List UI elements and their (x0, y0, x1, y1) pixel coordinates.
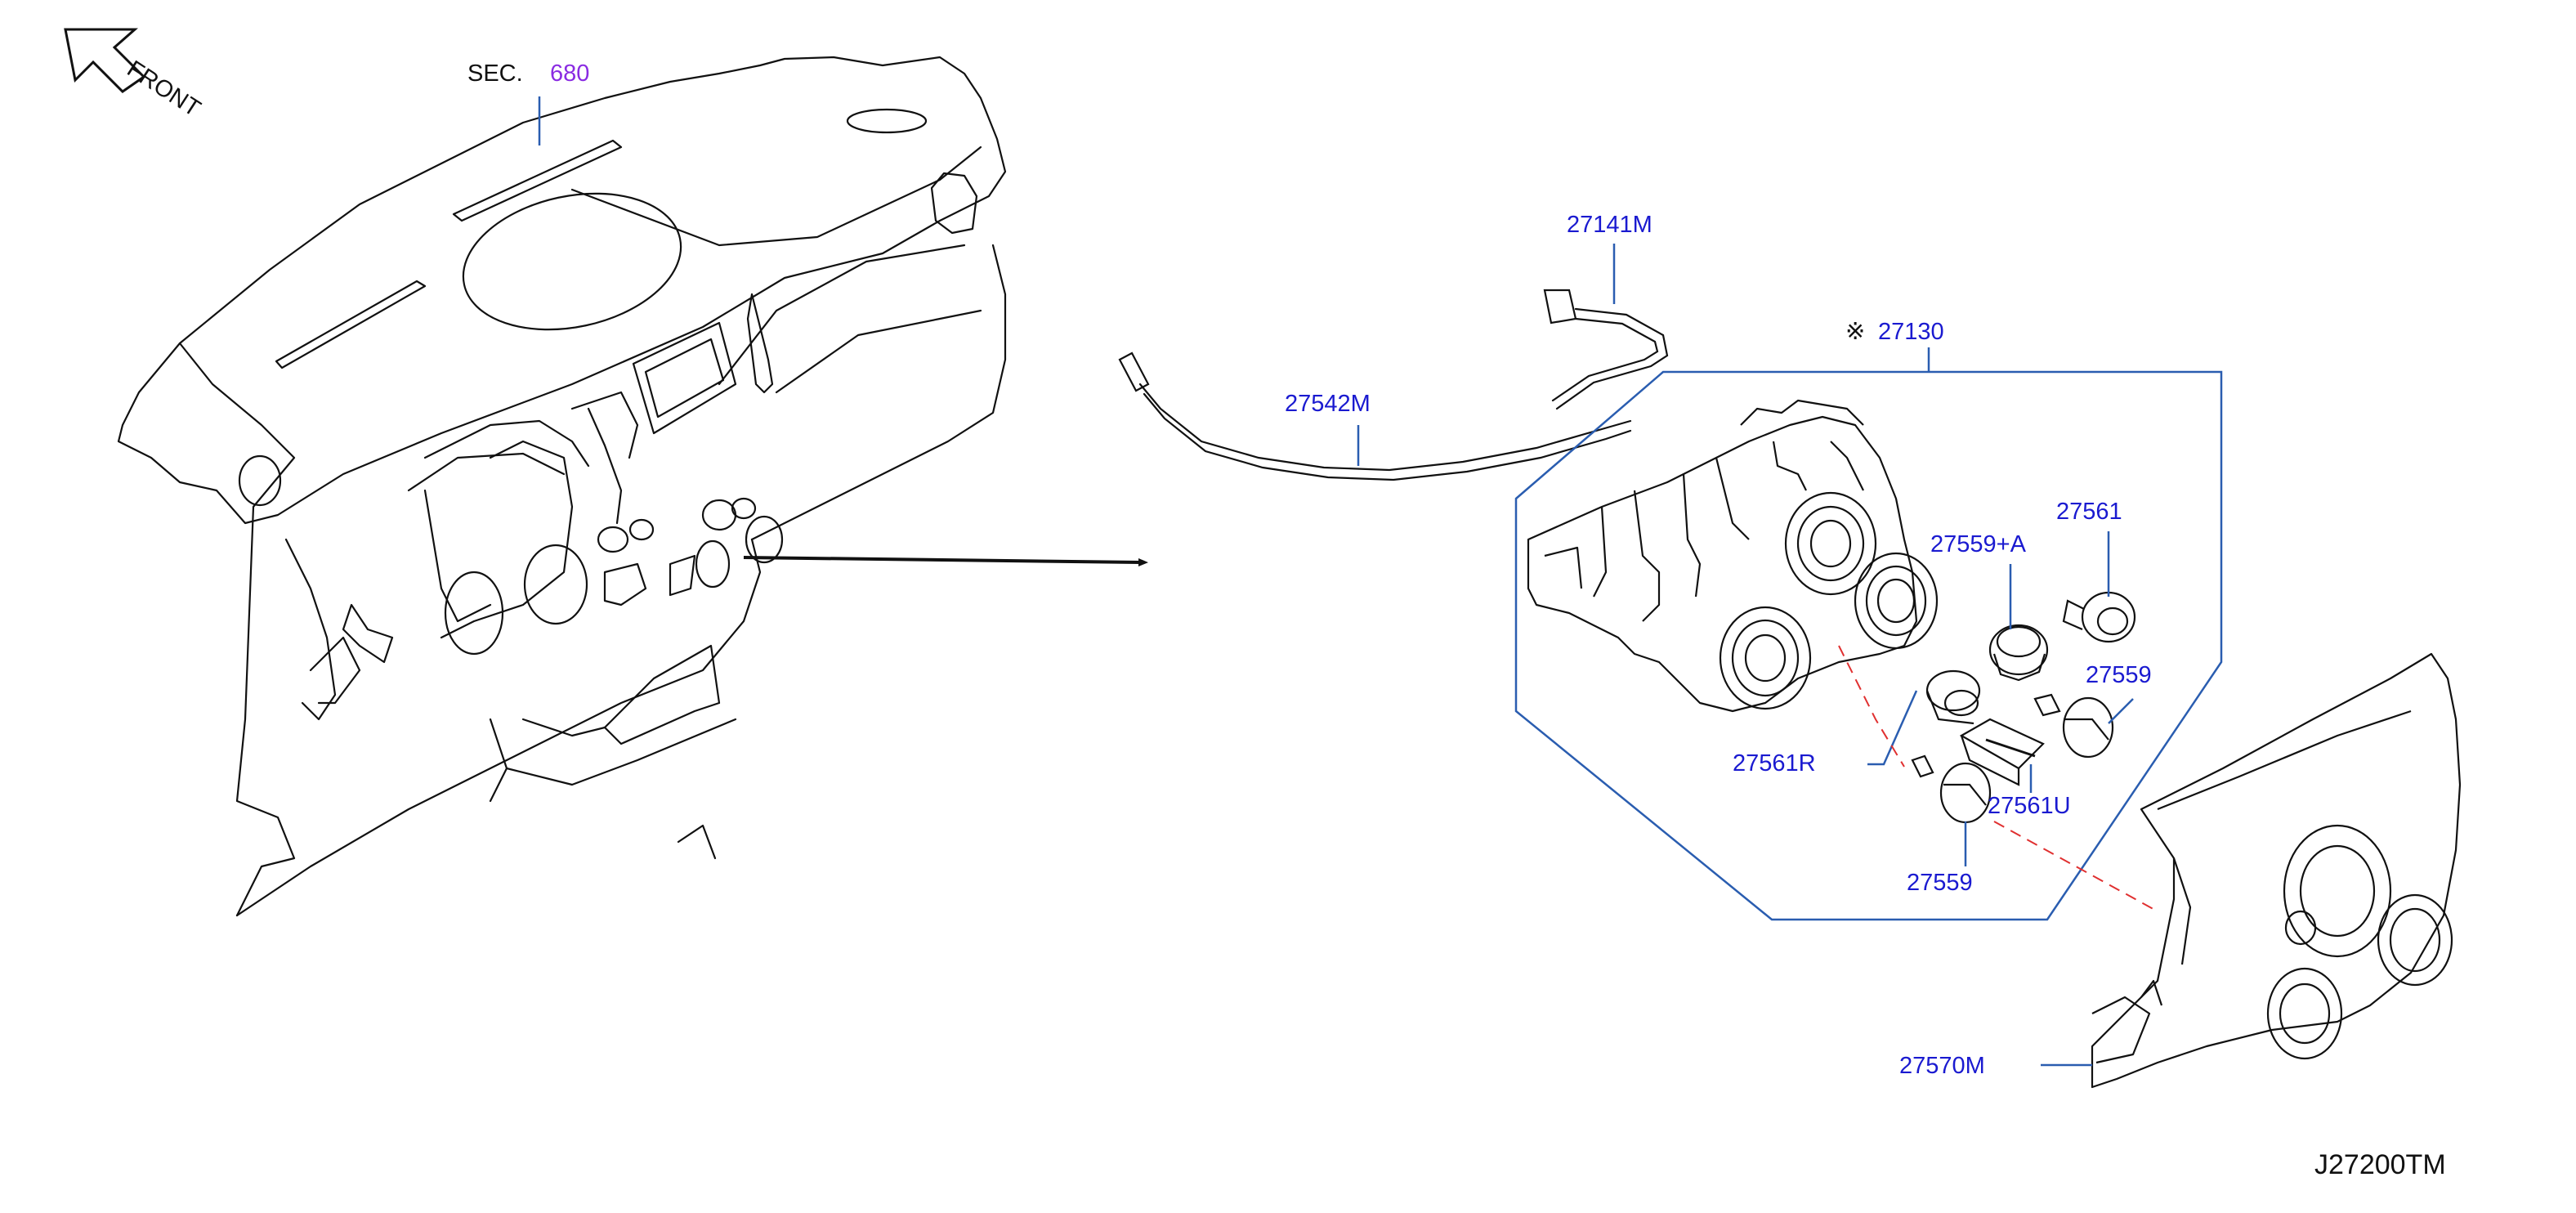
cable-27141m (1543, 289, 1669, 410)
knob-27559a (1988, 624, 2049, 682)
assembly-boundary (1514, 370, 2223, 921)
section-prefix: SEC. (467, 60, 523, 87)
part-label-27561r[interactable]: 27561R (1733, 750, 1816, 777)
leader-27559-right (2108, 698, 2134, 724)
switch-27561r (1925, 669, 1981, 725)
part-label-27559-bottom[interactable]: 27559 (1907, 870, 1973, 896)
dashboard-outline (117, 56, 1007, 917)
knob-27559-bottom (1911, 754, 1992, 824)
part-label-27559a[interactable]: 27559+A (1930, 531, 2026, 557)
part-label-27130[interactable]: 27130 (1878, 319, 1944, 345)
part-label-27542m[interactable]: 27542M (1285, 391, 1371, 417)
leader-27561r (1867, 690, 1918, 766)
section-number[interactable]: 680 (550, 60, 590, 87)
drawing-code: J27200TM (2314, 1149, 2446, 1180)
front-arrow-icon (64, 28, 146, 93)
part-label-27570m[interactable]: 27570M (1899, 1053, 1985, 1079)
part-label-27561u[interactable]: 27561U (1988, 793, 2071, 819)
alignment-dash-1 (1838, 645, 1905, 768)
finisher-panel-27570m (2091, 652, 2462, 1089)
knob-27559-right (2033, 693, 2114, 759)
heater-control-unit (1527, 399, 1939, 713)
switch-27561 (2062, 591, 2136, 643)
part-label-27561[interactable]: 27561 (2056, 499, 2122, 525)
part-label-27141m[interactable]: 27141M (1567, 212, 1652, 238)
cable-27542m (1118, 351, 1632, 481)
switch-27561u (1959, 718, 2045, 786)
part-label-27559-right[interactable]: 27559 (2086, 662, 2152, 688)
pointer-arrow (743, 556, 1148, 566)
assembly-marker: ※ (1845, 319, 1866, 345)
alignment-dash-2 (1993, 821, 2158, 912)
